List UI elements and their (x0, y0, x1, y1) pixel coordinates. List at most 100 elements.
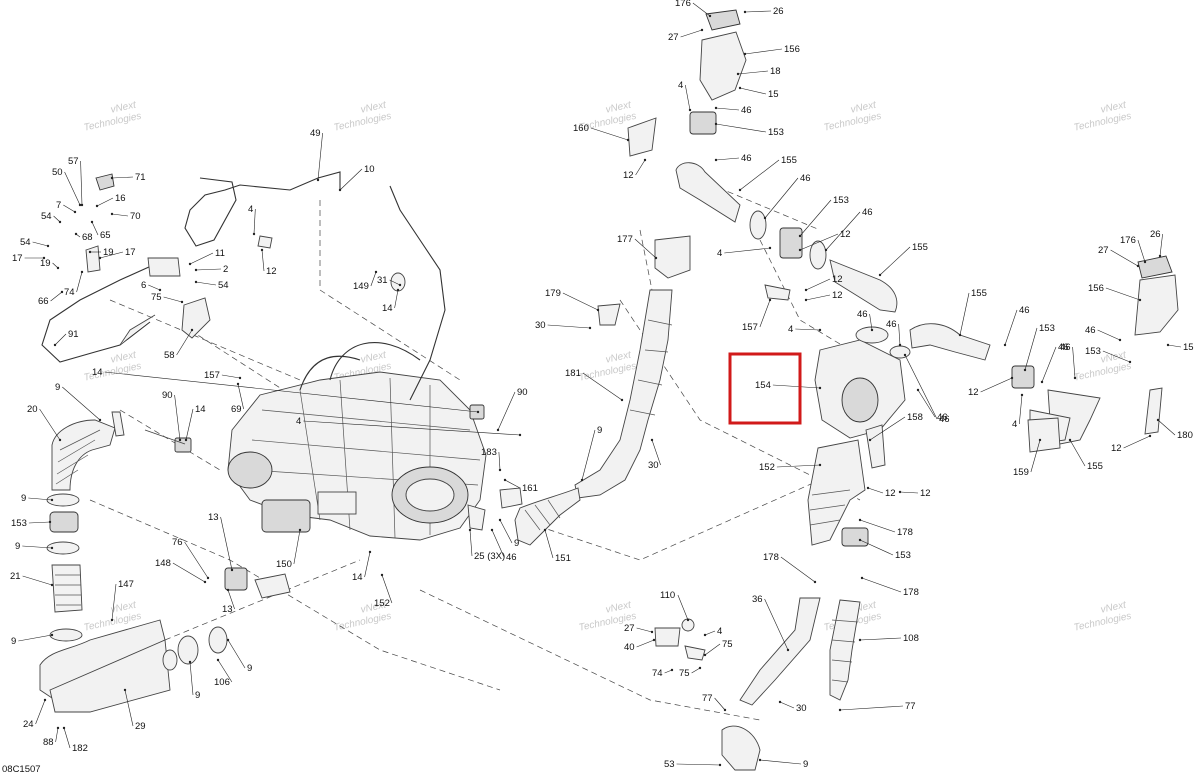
callout-label: 182 (72, 743, 88, 754)
leader-dot (543, 528, 547, 532)
callout-153: 153 (11, 518, 52, 529)
callout-158: 158 (868, 412, 923, 442)
callout-label: 180 (1177, 430, 1193, 441)
leader-line (739, 159, 780, 191)
callout-36: 36 (752, 594, 790, 652)
callout-77: 77 (838, 701, 916, 712)
callout-label: 46 (939, 414, 950, 425)
callout-6: 6 (141, 280, 162, 292)
callout-label: 27 (1098, 245, 1109, 256)
leader-line (691, 667, 701, 674)
leader-dot (48, 520, 52, 524)
callout-180: 180 (1156, 418, 1193, 441)
callout-46: 46 (1040, 342, 1069, 384)
leader-dot (763, 216, 767, 220)
callout-label: 152 (759, 462, 775, 473)
callout-4: 4 (717, 246, 772, 259)
leader-line (799, 199, 832, 237)
upper-duct-group (675, 9, 898, 313)
callout-label: 9 (514, 538, 519, 549)
leader-line (39, 408, 61, 441)
leader-line (63, 204, 76, 213)
callout-label: 14 (352, 572, 363, 583)
leader-line (22, 575, 53, 586)
callout-label: 4 (1012, 419, 1017, 430)
leader-dot (866, 486, 870, 490)
callout-label: 18 (770, 66, 781, 77)
callout-12: 12 (623, 158, 647, 181)
callout-2: 2 (194, 264, 228, 275)
callout-label: 156 (1088, 283, 1104, 294)
leader-line (227, 639, 246, 669)
callout-label: 46 (886, 319, 897, 330)
leader-line (805, 278, 831, 291)
callout-label: 17 (125, 247, 136, 258)
callout-label: 77 (905, 701, 916, 712)
leader-dot (98, 256, 102, 260)
callout-90: 90 (162, 390, 182, 442)
leader-dot (374, 270, 378, 274)
callout-53: 53 (664, 759, 722, 770)
leader-line (28, 521, 51, 524)
callout-label: 9 (11, 636, 16, 647)
callout-label: 151 (555, 553, 571, 564)
callout-label: 12 (920, 488, 931, 499)
callout-9: 9 (580, 425, 602, 482)
leader-line (759, 759, 802, 765)
callout-154: 154 (755, 380, 822, 391)
callout-label: 74 (652, 668, 663, 679)
leader-dot (503, 478, 507, 482)
leader-line (582, 372, 623, 401)
callout-178: 178 (858, 518, 913, 538)
callout-54: 54 (41, 211, 62, 224)
leader-line (96, 197, 114, 207)
leader-dot (110, 176, 114, 180)
callout-4: 4 (788, 324, 822, 335)
callout-14: 14 (352, 550, 372, 583)
leader-dot (206, 576, 210, 580)
leader-dot (818, 328, 822, 332)
leader-line (32, 241, 49, 247)
center-duct-group (499, 235, 691, 546)
callout-label: 29 (135, 721, 146, 732)
callout-9: 9 (226, 638, 252, 674)
leader-dot (686, 618, 690, 622)
callout-65: 65 (90, 220, 111, 241)
leader-line (779, 701, 795, 709)
leader-line (394, 289, 399, 309)
leader-dot (338, 188, 342, 192)
callout-46: 46 (763, 173, 811, 220)
leader-dot (738, 188, 742, 192)
watermark-line1: vNext (605, 99, 633, 115)
callout-24: 24 (23, 698, 47, 730)
callout-label: 46 (862, 207, 873, 218)
watermark-line1: vNext (110, 599, 138, 615)
callout-12: 12 (260, 248, 277, 277)
leader-line (172, 562, 206, 583)
watermark-line1: vNext (110, 349, 138, 365)
leader-dot (958, 333, 962, 337)
callout-157: 157 (204, 370, 242, 381)
leader-dot (903, 353, 907, 357)
callout-12: 12 (1111, 434, 1152, 454)
leader-line (651, 439, 661, 466)
watermark-line1: vNext (360, 599, 388, 615)
callout-68: 68 (74, 232, 93, 243)
leader-line (547, 324, 591, 329)
callout-label: 12 (623, 170, 634, 181)
leader-line (859, 539, 894, 556)
callout-label: 58 (164, 350, 175, 361)
callout-7: 7 (56, 200, 77, 214)
callout-label: 150 (276, 559, 292, 570)
leader-line (53, 215, 61, 223)
leader-dot (714, 158, 718, 162)
leader-dot (194, 268, 198, 272)
leader-dot (188, 660, 192, 664)
leader-dot (1023, 368, 1027, 372)
callout-157: 157 (742, 298, 772, 333)
callout-20: 20 (27, 404, 62, 442)
callout-77: 77 (702, 693, 727, 712)
